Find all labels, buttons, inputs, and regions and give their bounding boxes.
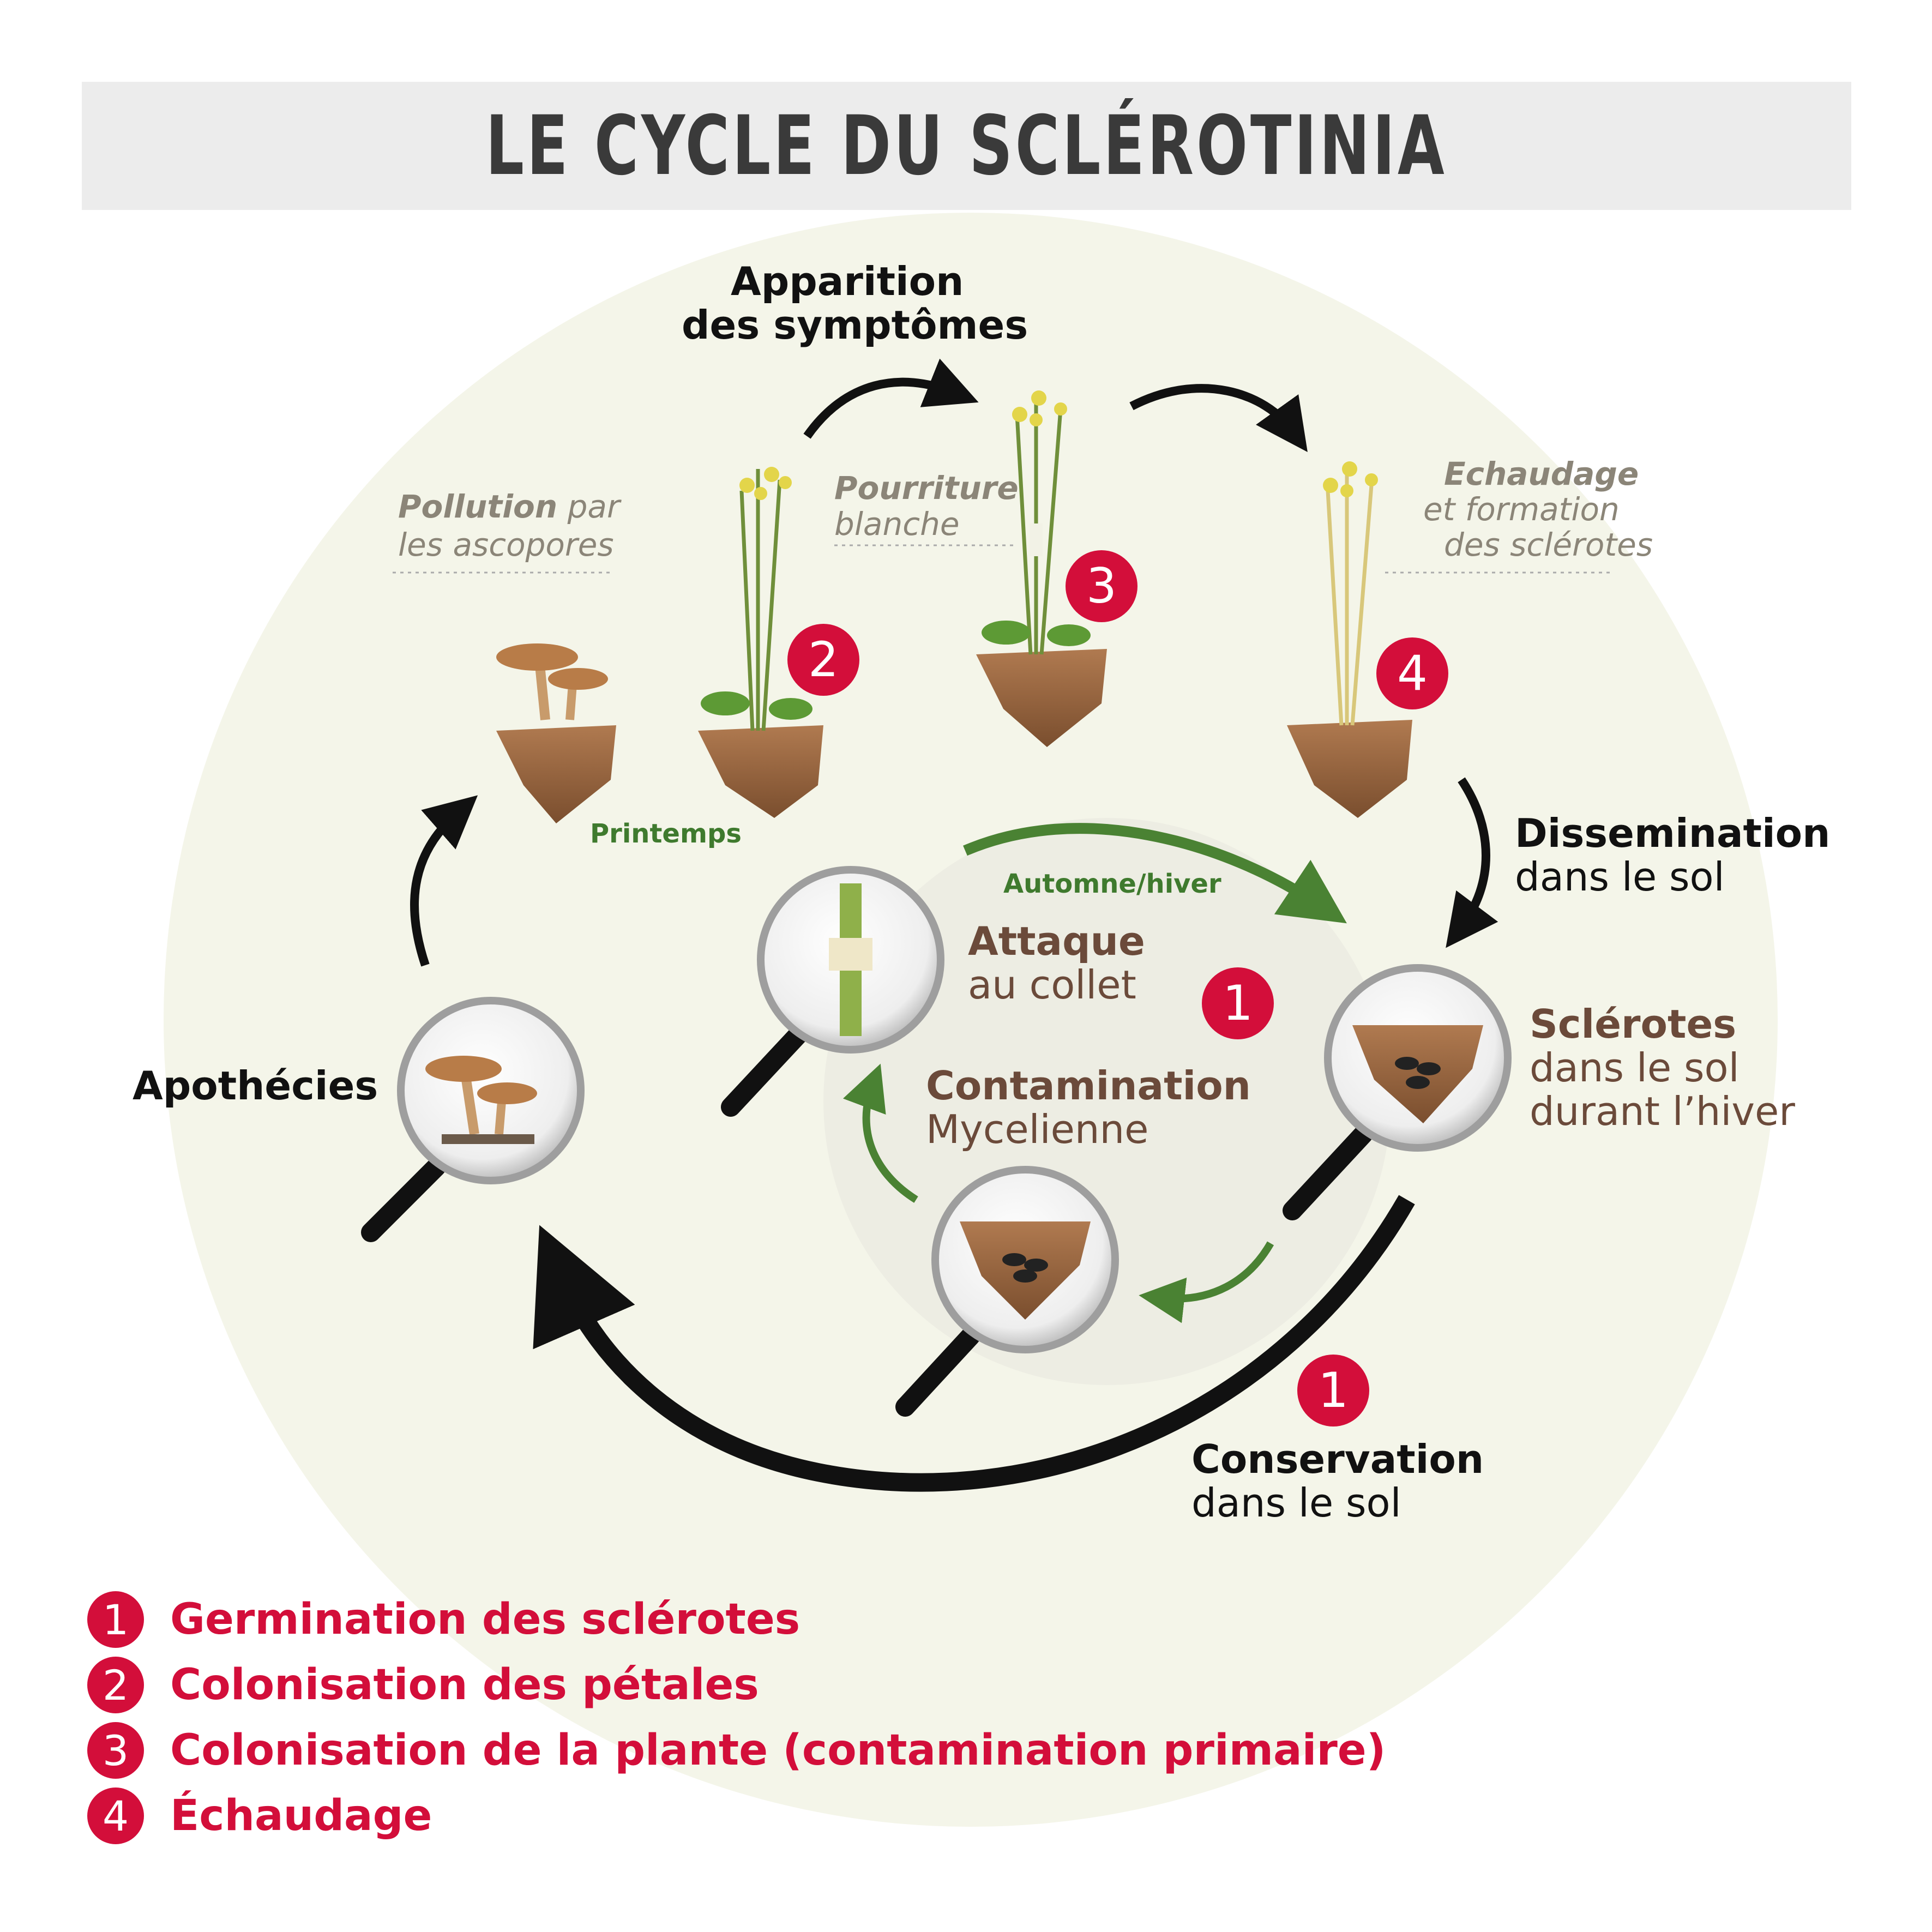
apparition-label: Apparition [731,258,964,304]
legend-text: Colonisation de la plante (contamination… [170,1726,1386,1775]
plant-2-illustration [698,467,823,818]
badge-4: 4 [1376,637,1448,709]
svg-text:2: 2 [808,631,839,688]
apothecia-soil-illustration [496,643,616,823]
svg-text:1: 1 [1223,975,1253,1031]
pollution-label-2: les ascopores [398,526,614,563]
legend-item-3: 3 Colonisation de la plante (contaminati… [87,1722,1386,1779]
printemps-label: Printemps [590,818,742,849]
arrow-top-left [803,358,979,439]
svg-text:4: 4 [1397,645,1428,701]
legend-item-1: 1 Germination des sclérotes [87,1591,800,1648]
legend-text: Échaudage [170,1791,432,1840]
pourriture-label: Pourriture [834,470,1019,507]
dissemination-label: Dissemination [1515,810,1831,856]
attaque-label-2: au collet [968,962,1136,1008]
badge-1-inner: 1 [1202,967,1274,1039]
arrow-conservation [533,1195,1415,1492]
legend-badge: 4 [87,1787,144,1844]
legend-item-2: 2 Colonisation des pétales [87,1657,759,1713]
badge-2: 2 [787,624,859,696]
title-bar: LE CYCLE DU SCLÉROTINIA [82,82,1851,210]
apothecies-label: Apothécies [133,1063,378,1109]
dissemination-label-2: dans le sol [1515,854,1725,900]
conservation-label: Conservation [1191,1436,1484,1482]
arrow-right-down [1446,777,1498,948]
contamination-label-2: Mycelienne [926,1106,1149,1152]
magnifier-attaque [721,866,944,1117]
sclerotes-label: Sclérotes [1530,1001,1737,1047]
sclerotes-label-3: durant l’hiver [1530,1088,1795,1134]
magnifier-sclerotes [1283,964,1512,1220]
arrow-green-lower [1139,1241,1274,1323]
plant-3-illustration [976,390,1107,747]
magnifier-contamination [895,1166,1119,1417]
badge-1-conservation: 1 [1297,1355,1369,1427]
automne-label: Automne/hiver [1003,869,1221,899]
attaque-label: Attaque [968,918,1145,964]
badge-3: 3 [1066,550,1137,622]
svg-text:3: 3 [1086,558,1117,614]
legend-text: Colonisation des pétales [170,1660,759,1710]
legend-badge: 1 [87,1591,144,1648]
legend-badge: 2 [87,1657,144,1713]
arrow-green-contamination [842,1063,918,1203]
contamination-label: Contamination [926,1063,1251,1109]
pollution-label: Pollution par [398,488,620,525]
arrow-automne [963,823,1347,924]
svg-text:1: 1 [1318,1362,1349,1418]
conservation-label-2: dans le sol [1191,1480,1401,1526]
echaudage-label: Echaudage [1444,455,1639,492]
page-title: LE CYCLE DU SCLÉROTINIA [485,98,1448,194]
legend-text: Germination des sclérotes [170,1595,801,1644]
echaudage-label-2: et formation [1423,491,1620,528]
sclerotes-label-2: dans le sol [1530,1045,1740,1091]
pourriture-label-2: blanche [834,505,960,543]
legend-badge: 3 [87,1722,144,1779]
magnifier-apothecies [361,997,585,1242]
echaudage-label-3: des sclérotes [1444,526,1653,563]
legend-item-4: 4 Échaudage [87,1787,432,1844]
arrow-top-right [1129,384,1308,453]
arrow-left-up [410,795,478,967]
apparition-label-2: des symptômes [682,302,1028,348]
plant-4-illustration [1287,461,1412,818]
